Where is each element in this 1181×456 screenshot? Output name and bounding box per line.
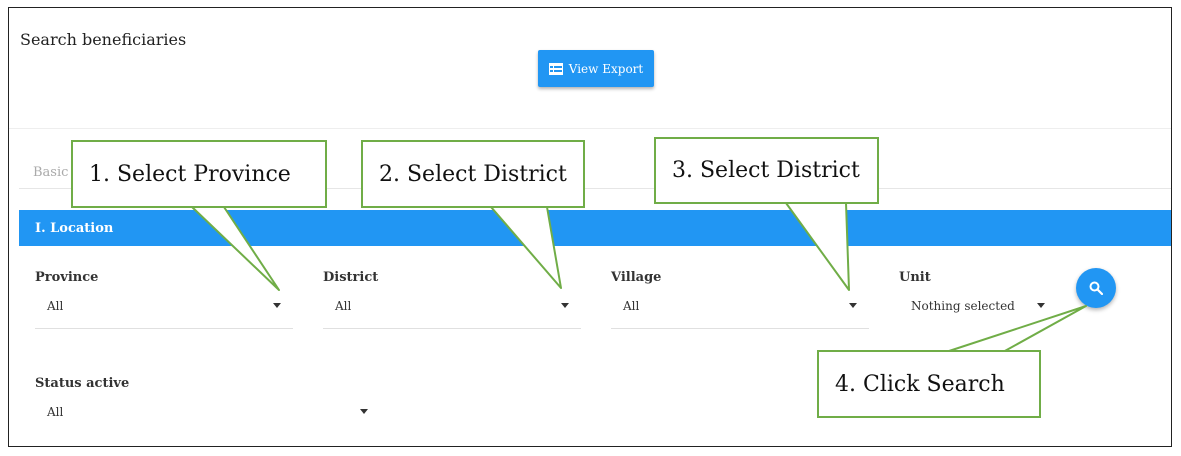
status-active-field: Status active All (35, 376, 380, 435)
chevron-down-icon (360, 409, 368, 414)
callout-click-search: 4. Click Search (817, 350, 1041, 418)
callout-text-3: 3. Select District (672, 158, 860, 183)
status-active-select[interactable]: All (35, 405, 380, 435)
tab-divider (19, 188, 1171, 189)
province-label: Province (35, 270, 99, 285)
view-export-label: View Export (568, 61, 644, 76)
province-field: Province All (35, 270, 293, 329)
table-icon (548, 62, 563, 75)
chevron-down-icon (273, 303, 281, 308)
callout-select-province: 1. Select Province (71, 140, 327, 208)
village-field: Village All (611, 270, 869, 329)
district-value: All (335, 299, 352, 313)
district-field: District All (323, 270, 581, 329)
village-value: All (623, 299, 640, 313)
callout-select-district: 2. Select District (361, 140, 585, 208)
header-divider (9, 128, 1171, 129)
page-title: Search beneficiaries (20, 30, 187, 49)
status-active-label: Status active (35, 376, 130, 391)
search-icon (1089, 281, 1103, 295)
district-label: District (323, 270, 379, 285)
view-export-button[interactable]: View Export (538, 50, 654, 87)
district-select[interactable]: All (323, 299, 581, 329)
search-button[interactable] (1076, 268, 1116, 308)
tab-basic-search[interactable]: Basic s (33, 165, 80, 180)
chevron-down-icon (849, 303, 857, 308)
callout-select-village: 3. Select District (654, 137, 879, 204)
status-active-value: All (47, 405, 64, 419)
unit-select[interactable]: Nothing selected (899, 299, 1057, 329)
callout-text-4: 4. Click Search (835, 371, 1005, 397)
callout-text-2: 2. Select District (379, 161, 567, 187)
chevron-down-icon (561, 303, 569, 308)
unit-field: Unit Nothing selected (899, 270, 1057, 329)
province-value: All (47, 299, 64, 313)
village-label: Village (611, 270, 662, 285)
chevron-down-icon (1037, 303, 1045, 308)
section-title: I. Location (35, 220, 114, 236)
callout-text-1: 1. Select Province (89, 161, 291, 187)
section-location-header[interactable]: I. Location (19, 210, 1171, 246)
province-select[interactable]: All (35, 299, 293, 329)
village-select[interactable]: All (611, 299, 869, 329)
unit-value: Nothing selected (911, 299, 1015, 313)
unit-label: Unit (899, 270, 931, 285)
